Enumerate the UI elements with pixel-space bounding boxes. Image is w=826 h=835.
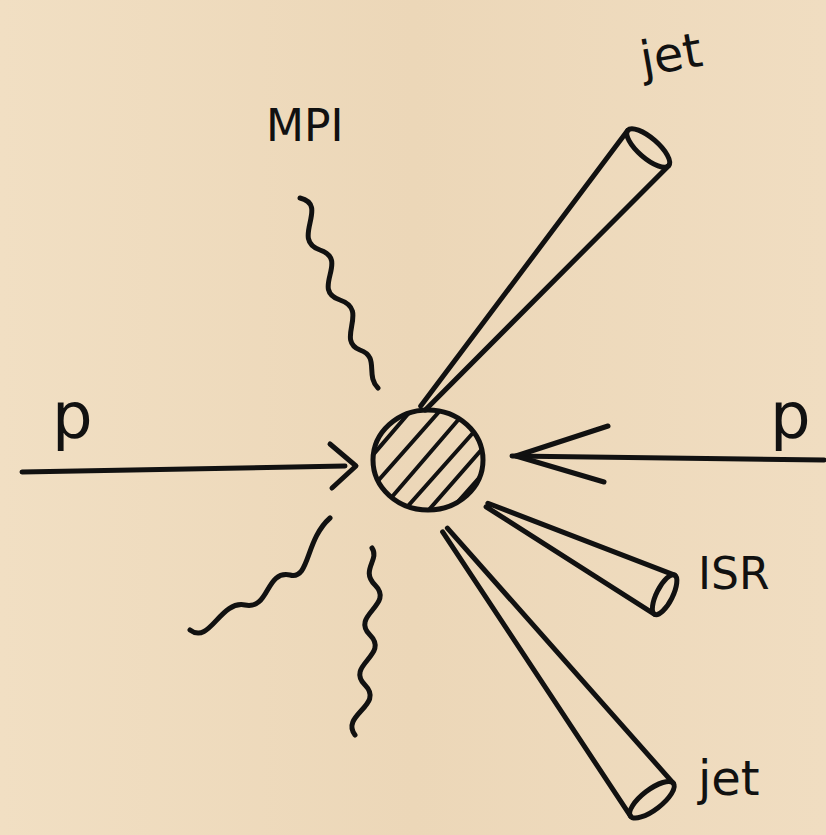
- proton-beam-left: [22, 466, 345, 472]
- jet-label: jet: [636, 25, 705, 83]
- proton-beam-right: [512, 456, 824, 460]
- collision-blob: [373, 410, 483, 510]
- beam-arrowhead-right: [516, 426, 608, 482]
- beam-arrowhead-left: [330, 444, 356, 488]
- collision-hatching: [360, 400, 500, 522]
- proton-label: p: [770, 384, 811, 448]
- mpi-squiggle-bottom: [352, 548, 380, 735]
- isr-cone: [477, 485, 682, 618]
- jet-cone-top: [403, 123, 676, 426]
- mpi-label: MPI: [266, 104, 343, 148]
- jet-label: jet: [698, 754, 760, 802]
- isr-label: ISR: [698, 552, 769, 596]
- mpi-squiggle-left: [190, 518, 330, 633]
- proton-label: p: [52, 384, 93, 448]
- mpi-squiggle-top: [300, 198, 378, 388]
